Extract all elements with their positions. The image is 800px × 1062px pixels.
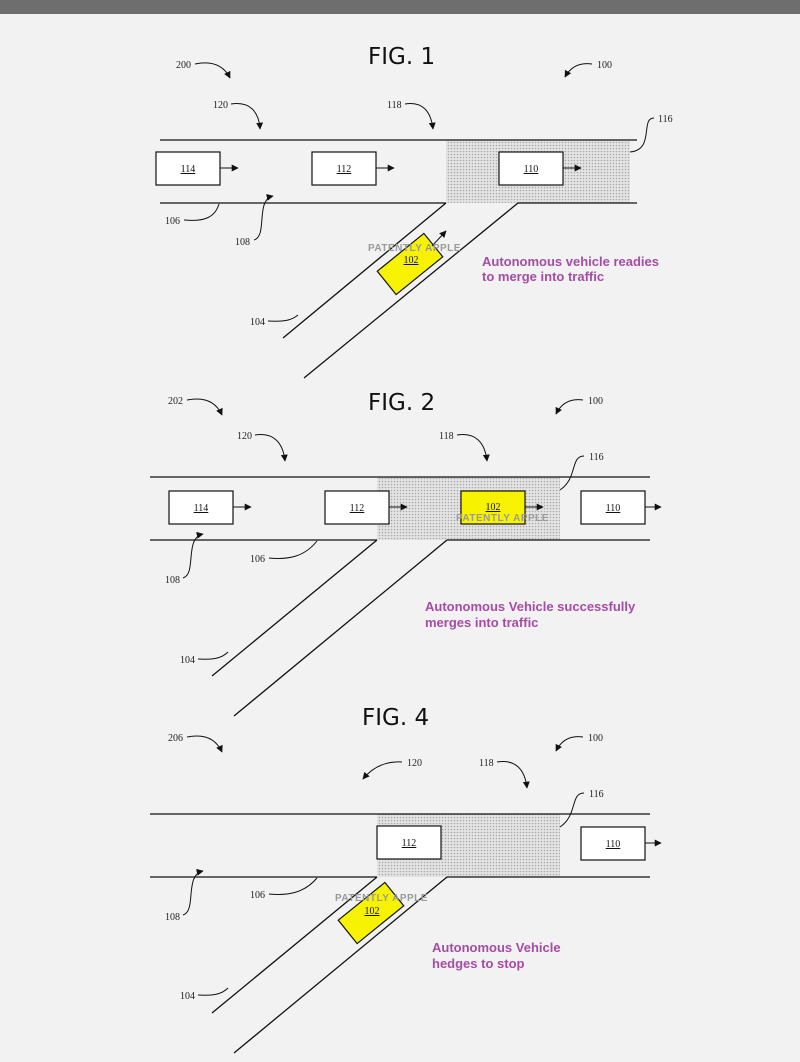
vehicle-110: 110: [580, 826, 662, 861]
autonomous-vehicle-102: 102 PATENTLY APPLE: [368, 230, 461, 296]
svg-text:110: 110: [606, 839, 621, 850]
caption-line: Autonomous Vehicle: [432, 940, 561, 955]
vehicle-110: 110: [580, 490, 662, 525]
ref-label: 100: [597, 60, 612, 71]
ref-label: 120: [213, 100, 228, 111]
svg-text:114: 114: [194, 503, 209, 514]
top-bar: [0, 0, 800, 14]
figure-4: FIG. 4 112 110 102 PATENTLY APPLE 206 10…: [150, 705, 662, 1054]
ref-label: 104: [250, 317, 265, 328]
ref-label: 108: [165, 912, 180, 923]
ref-label: 206: [168, 733, 183, 744]
watermark: PATENTLY APPLE: [335, 893, 428, 904]
ref-label: 106: [165, 216, 180, 227]
svg-text:102: 102: [404, 255, 419, 266]
ref-label: 120: [407, 758, 422, 769]
ramp-edge: [211, 539, 378, 677]
ref-label: 202: [168, 396, 183, 407]
svg-text:112: 112: [337, 164, 352, 175]
figure-2: FIG. 2 114 112 102 PATENTLY APPLE 110: [150, 390, 662, 717]
vehicle-110: 110: [498, 151, 582, 186]
svg-text:110: 110: [606, 503, 621, 514]
ramp-edge: [211, 876, 378, 1014]
caption-line: to merge into traffic: [482, 269, 604, 284]
ref-label: 106: [250, 554, 265, 565]
ref-label: 200: [176, 60, 191, 71]
ref-label: 118: [439, 431, 454, 442]
vehicle-114: 114: [155, 151, 239, 186]
figure-1: FIG. 1 114 112 110 102: [155, 44, 673, 379]
figure-title: FIG. 2: [368, 390, 435, 416]
figure-title: FIG. 4: [362, 705, 429, 731]
autonomous-vehicle-102: 102 PATENTLY APPLE: [456, 490, 549, 525]
watermark: PATENTLY APPLE: [456, 513, 549, 524]
ref-label: 116: [589, 452, 604, 463]
svg-text:112: 112: [402, 838, 417, 849]
vehicle-112: 112: [311, 151, 395, 186]
ref-label: 108: [165, 575, 180, 586]
caption-line: merges into traffic: [425, 615, 538, 630]
ref-label: 106: [250, 890, 265, 901]
svg-text:102: 102: [365, 906, 380, 917]
watermark: PATENTLY APPLE: [368, 243, 461, 254]
vehicle-114: 114: [168, 490, 252, 525]
svg-text:114: 114: [181, 164, 196, 175]
ramp-edge: [233, 876, 448, 1054]
caption-line: hedges to stop: [432, 956, 525, 971]
ref-label: 100: [588, 733, 603, 744]
svg-text:112: 112: [350, 503, 365, 514]
ref-label: 104: [180, 991, 195, 1002]
ref-label: 118: [387, 100, 402, 111]
caption-line: Autonomous Vehicle successfully: [425, 599, 636, 614]
svg-text:110: 110: [524, 164, 539, 175]
caption-line: Autonomous vehicle readies: [482, 254, 659, 269]
ramp-edge: [303, 202, 519, 379]
ramp-edge: [282, 202, 447, 339]
ref-label: 120: [237, 431, 252, 442]
vehicle-112: 112: [376, 825, 442, 860]
ref-label: 108: [235, 237, 250, 248]
autonomous-vehicle-102: 102 PATENTLY APPLE: [335, 881, 428, 945]
svg-text:102: 102: [486, 502, 501, 513]
ref-label: 104: [180, 655, 195, 666]
ref-label: 118: [479, 758, 494, 769]
ref-label: 100: [588, 396, 603, 407]
vehicle-112: 112: [324, 490, 408, 525]
ref-label: 116: [658, 114, 673, 125]
ramp-edge: [233, 539, 448, 717]
ref-label: 116: [589, 789, 604, 800]
figure-title: FIG. 1: [368, 44, 435, 70]
